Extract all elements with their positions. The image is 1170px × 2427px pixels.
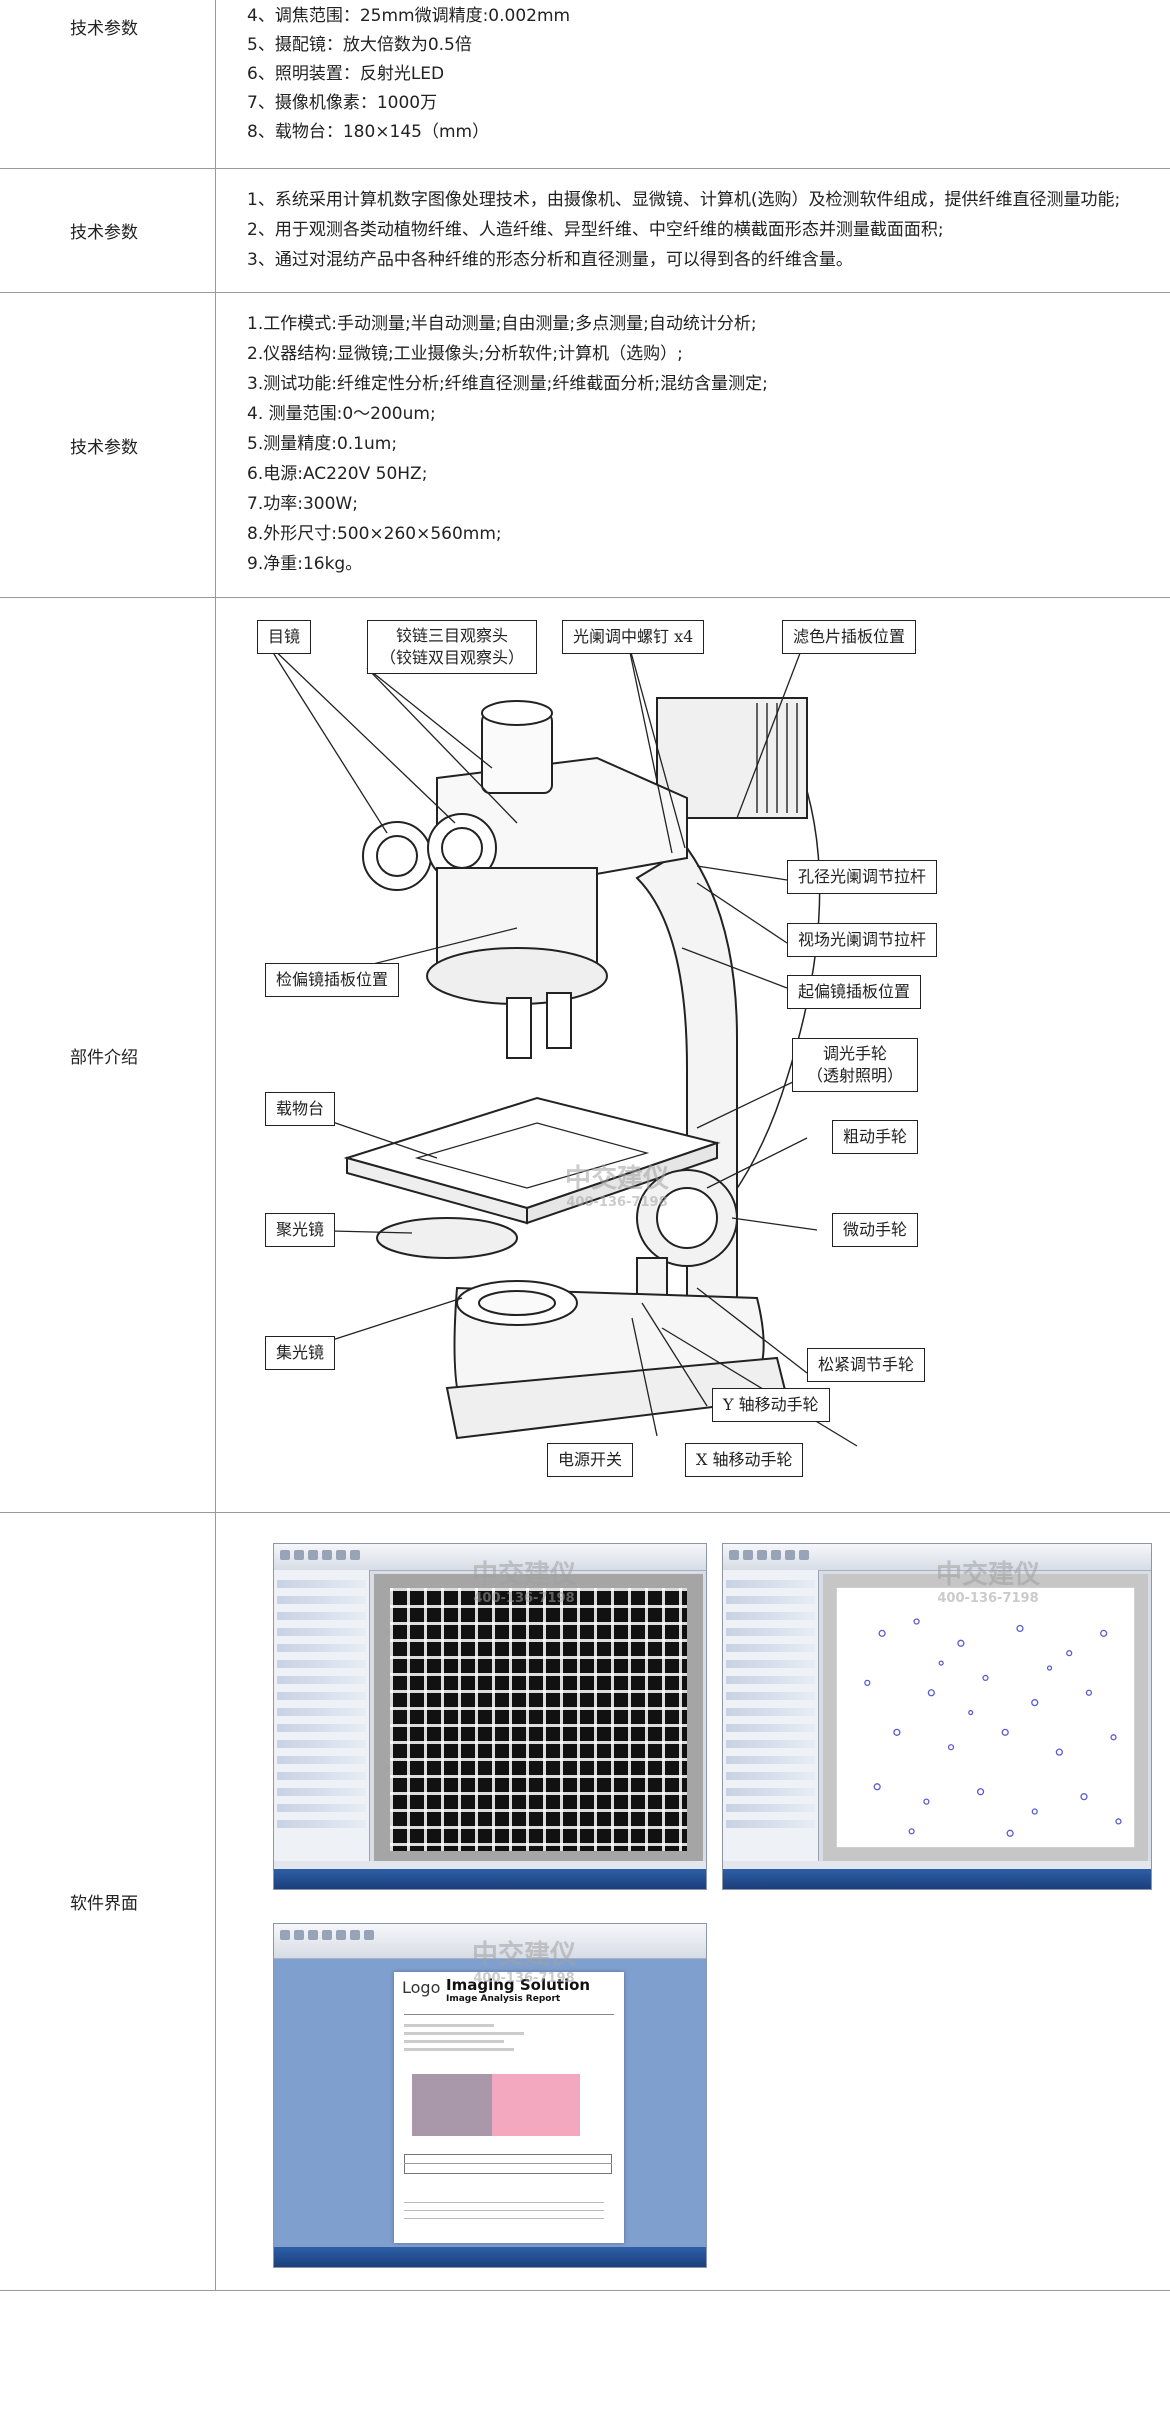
row-label: 技术参数 (0, 0, 216, 168)
param-line: 3.测试功能:纤维定性分析;纤维直径测量;纤维截面分析;混纺含量测定; (247, 374, 768, 394)
row-label: 部件介绍 (0, 598, 216, 1512)
param-line: 4、调焦范围：25mm微调精度:0.002mm (247, 6, 571, 26)
fiber-sample-image (836, 1587, 1135, 1848)
callout-field-lever: 视场光阑调节拉杆 (787, 923, 938, 957)
param-line: 1、系统采用计算机数字图像处理技术，由摄像机、显微镜、计算机(选购）及检测软件组… (247, 190, 1121, 210)
param-line: 1.工作模式:手动测量;半自动测量;自由测量;多点测量;自动统计分析; (247, 314, 757, 334)
callout-hinged-head: 铰链三目观察头 （铰链双目观察头） (367, 620, 538, 674)
callout-coarse-knob: 粗动手轮 (832, 1120, 919, 1154)
param-line: 5、摄配镜：放大倍数为0.5倍 (247, 35, 472, 55)
callout-x-knob: X 轴移动手轮 (685, 1443, 804, 1477)
microscope-diagram: 目镜 铰链三目观察头 （铰链双目观察头） 光阑调中螺钉 x4 滤色片插板位置 孔… (217, 598, 1170, 1512)
callout-aperture-screw: 光阑调中螺钉 x4 (562, 620, 705, 654)
row-label: 技术参数 (0, 169, 216, 292)
row-parts-intro: 部件介绍 (0, 598, 1170, 1513)
callout-aperture-lever: 孔径光阑调节拉杆 (787, 860, 938, 894)
callout-dimmer: 调光手轮 （透射照明） (792, 1038, 919, 1092)
row-tech-params-2: 技术参数 1、系统采用计算机数字图像处理技术，由摄像机、显微镜、计算机(选购）及… (0, 169, 1170, 293)
row-content: 1、系统采用计算机数字图像处理技术，由摄像机、显微镜、计算机(选购）及检测软件组… (217, 169, 1170, 292)
row-content: 1.工作模式:手动测量;半自动测量;自由测量;多点测量;自动统计分析; 2.仪器… (217, 293, 1170, 597)
param-line: 2、用于观测各类动植物纤维、人造纤维、异型纤维、中空纤维的横截面形态并测量截面面… (247, 220, 944, 240)
software-screenshots: 中交建仪 400-136-7198 (217, 1513, 1170, 2290)
param-line: 6.电源:AC220V 50HZ; (247, 464, 428, 484)
param-line: 3、通过对混纺产品中各种纤维的形态分析和直径测量，可以得到各的纤维含量。 (247, 250, 853, 270)
callout-eyepiece: 目镜 (257, 620, 312, 654)
callout-tension-knob: 松紧调节手轮 (807, 1348, 926, 1382)
param-line: 7.功率:300W; (247, 494, 358, 514)
callout-condenser: 聚光镜 (265, 1213, 336, 1247)
row-label: 软件界面 (0, 1513, 216, 2290)
row-tech-params-3: 技术参数 1.工作模式:手动测量;半自动测量;自由测量;多点测量;自动统计分析;… (0, 293, 1170, 598)
callout-stage: 载物台 (265, 1092, 336, 1126)
report-subtitle: Image Analysis Report (446, 1994, 561, 2004)
param-line: 2.仪器结构:显微镜;工业摄像头;分析软件;计算机（选购）; (247, 344, 683, 364)
row-tech-params-1: 技术参数 4、调焦范围：25mm微调精度:0.002mm 5、摄配镜：放大倍数为… (0, 0, 1170, 169)
param-line: 4. 测量范围:0～200um; (247, 404, 436, 424)
param-line: 5.测量精度:0.1um; (247, 434, 398, 454)
microscope-drawing (266, 637, 858, 1447)
screenshot-grid-measurement: 中交建仪 400-136-7198 (273, 1543, 707, 1890)
param-line: 7、摄像机像素：1000万 (247, 93, 438, 113)
param-line: 9.净重:16kg。 (247, 554, 363, 574)
screenshot-report: Logo Imaging Solution Image Analysis Rep… (273, 1923, 707, 2268)
row-content: 4、调焦范围：25mm微调精度:0.002mm 5、摄配镜：放大倍数为0.5倍 … (217, 0, 1170, 168)
row-label: 技术参数 (0, 293, 216, 597)
callout-collector: 集光镜 (265, 1336, 336, 1370)
row-software-ui: 软件界面 中交建仪 400-136-7198 (0, 1513, 1170, 2291)
callout-power-switch: 电源开关 (547, 1443, 634, 1477)
param-line: 6、照明装置：反射光LED (247, 64, 445, 84)
callout-fine-knob: 微动手轮 (832, 1213, 919, 1247)
param-line: 8.外形尺寸:500×260×560mm; (247, 524, 502, 544)
report-logo: Logo (402, 1978, 441, 1997)
callout-y-knob: Y 轴移动手轮 (712, 1388, 830, 1422)
callout-filter-slot: 滤色片插板位置 (782, 620, 917, 654)
param-line: 8、载物台：180×145（mm） (247, 122, 490, 142)
callout-analyzer-slot: 检偏镜插板位置 (265, 963, 400, 997)
screenshot-fiber-analysis: 中交建仪 400-136-7198 (722, 1543, 1152, 1890)
report-title: Imaging Solution (446, 1976, 591, 1994)
callout-polarizer-slot: 起偏镜插板位置 (787, 975, 922, 1009)
